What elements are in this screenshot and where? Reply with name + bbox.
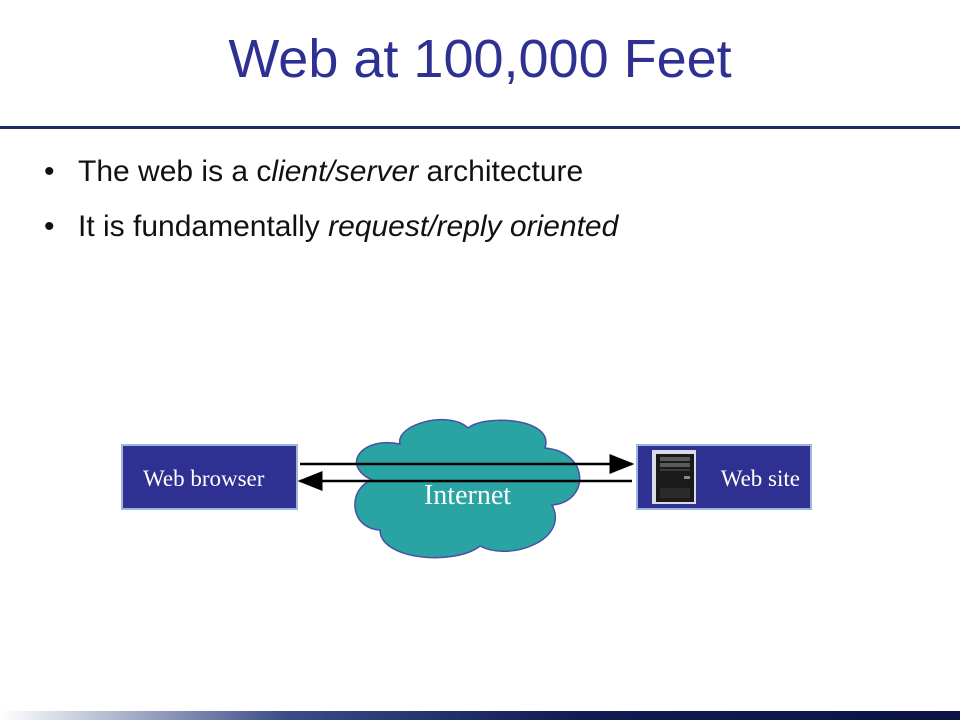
- footer-gradient-bar: [0, 711, 960, 720]
- slide-title: Web at 100,000 Feet: [228, 29, 732, 89]
- bullet-item: • The web is a client/server architecture: [44, 150, 618, 205]
- internet-label: Internet: [423, 480, 512, 511]
- server-tower-icon: [652, 450, 696, 504]
- bullet-emphasis: lient/server: [271, 155, 419, 188]
- web-browser-node: Web browser: [121, 444, 298, 510]
- bullet-dot-icon: •: [44, 155, 55, 188]
- web-site-label: Web site: [720, 466, 800, 491]
- bullet-text: architecture: [418, 155, 584, 188]
- bullet-dot-icon: •: [44, 210, 55, 243]
- bullet-text: The web is a c: [78, 155, 272, 188]
- bullet-list: • The web is a client/server architecture…: [44, 150, 618, 260]
- bullet-emphasis: request/reply oriented: [328, 210, 619, 243]
- web-browser-label: Web browser: [143, 466, 265, 491]
- internet-cloud: [354, 419, 581, 559]
- bullet-item: • It is fundamentally request/reply orien…: [44, 205, 618, 260]
- web-site-node: Web site: [636, 444, 812, 510]
- bullet-text: It is fundamentally: [78, 210, 329, 243]
- title-divider: [0, 126, 960, 129]
